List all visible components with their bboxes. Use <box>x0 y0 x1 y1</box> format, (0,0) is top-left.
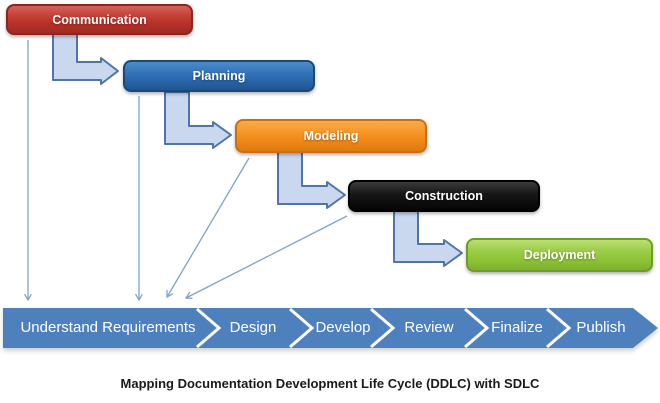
connector-modeling-to-band <box>167 157 250 297</box>
ddlc-box-planning-label: Planning <box>192 69 246 83</box>
sdlc-stage-publish: Publish <box>576 319 626 336</box>
ddlc-box-planning: Planning <box>123 60 315 92</box>
sdlc-band-separator-4 <box>464 307 490 349</box>
ddlc-box-communication-label: Communication <box>52 12 147 27</box>
sdlc-band <box>3 307 658 349</box>
ddlc-box-modeling-label: Modeling <box>303 129 359 143</box>
ddlc-box-communication: Communication <box>6 4 193 35</box>
ddlc-box-modeling: Modeling <box>235 119 427 153</box>
sdlc-band-separator-5 <box>546 307 572 349</box>
elbow-arrow-construction-to-deployment <box>393 209 463 267</box>
ddlc-box-deployment: Deployment <box>466 238 653 272</box>
ddlc-box-construction-label: Construction <box>405 189 483 203</box>
sdlc-stage-develop: Develop <box>315 319 371 336</box>
elbow-arrow-planning-to-modeling <box>164 91 232 149</box>
sdlc-stage-review: Review <box>404 319 454 336</box>
ddlc-box-construction: Construction <box>348 180 540 212</box>
sdlc-band-separator-1 <box>196 307 222 349</box>
connector-construction-to-band <box>186 215 348 298</box>
sdlc-band-shape <box>3 308 658 348</box>
sdlc-band-separator-3 <box>370 307 396 349</box>
sdlc-band-separator-2 <box>289 307 315 349</box>
ddlc-box-deployment-label: Deployment <box>523 248 596 262</box>
sdlc-stage-design: Design <box>229 319 277 336</box>
elbow-arrow-modeling-to-construction <box>277 150 346 209</box>
elbow-arrow-communication-to-planning <box>52 33 119 85</box>
diagram-caption: Mapping Documentation Development Life C… <box>120 376 540 391</box>
sdlc-stage-understand-requirements: Understand Requirements <box>20 319 196 336</box>
sdlc-stage-finalize: Finalize <box>491 319 543 336</box>
